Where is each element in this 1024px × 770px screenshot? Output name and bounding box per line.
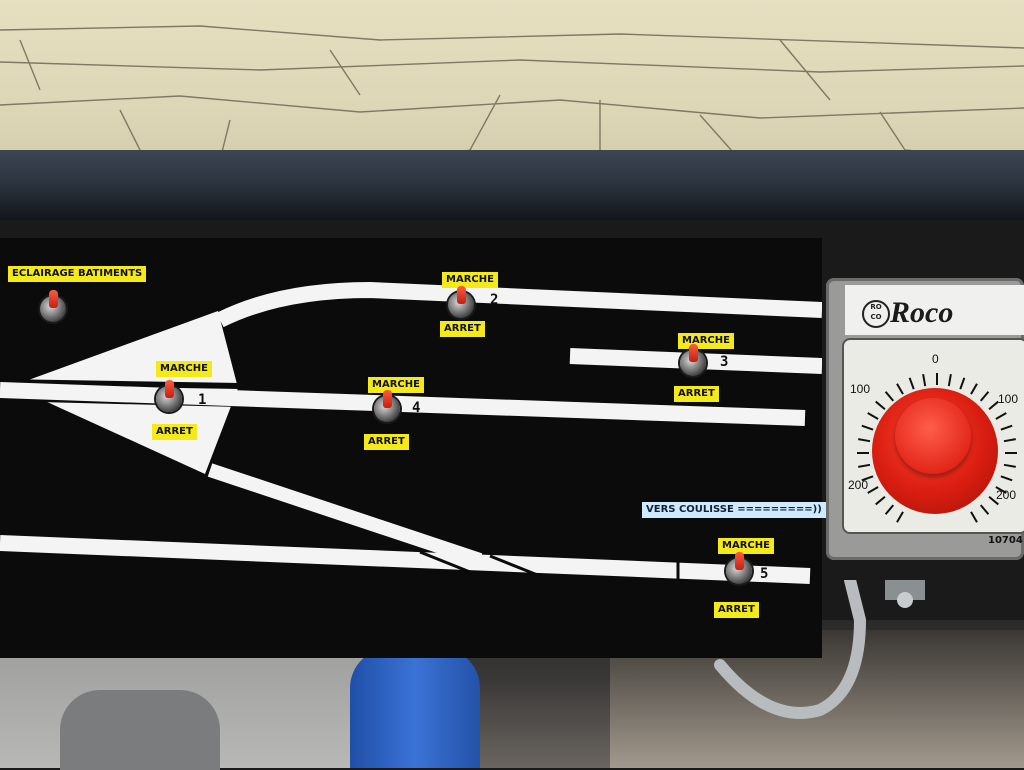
switch-4[interactable] [374,390,400,422]
dial-tick [896,511,904,523]
dial-tick [861,424,874,431]
blue-chair [350,648,480,768]
switch-5[interactable] [726,552,752,584]
dial-ticks [857,373,1017,523]
dial-tick [875,495,886,506]
dial-tick [861,475,874,482]
switch-1-number: 1 [198,392,207,408]
switch-4-on-label: MARCHE [368,377,424,393]
dial-tick [867,486,879,494]
dial-tick [988,495,999,506]
dial-tick [988,400,999,411]
dial-tick [947,374,952,387]
dial-tick [875,400,886,411]
lighting-switch[interactable] [40,290,66,322]
dial-tick [908,377,915,390]
gray-chair-back [60,690,220,770]
switch-3-on-label: MARCHE [678,333,734,349]
switch-2-off-label: ARRET [440,321,485,337]
wood-ledge [0,150,1024,220]
dial-label-right-100: 100 [998,392,1019,406]
dial-tick [884,391,895,402]
dial-tick [867,412,879,420]
dial-tick [970,511,978,523]
dial-tick [1000,475,1013,482]
switch-3-number: 3 [720,354,729,370]
roco-badge-icon: RO CO [862,300,890,328]
switch-1-off-label: ARRET [152,424,197,440]
dial-tick [858,438,871,443]
dial-tick [979,391,990,402]
dial-tick [1003,438,1016,443]
switch-4-off-label: ARRET [364,434,409,450]
dial-tick [970,383,978,395]
switch-1[interactable] [156,380,182,412]
switch-5-number: 5 [760,566,769,582]
roco-brand: Roco [890,296,954,329]
dial-tick [922,374,927,387]
dial-tick [995,486,1007,494]
switch-2[interactable] [448,286,474,318]
dial-tick [959,377,966,390]
switch-4-number: 4 [412,400,421,416]
wall-cracks [0,25,1024,161]
dial-label-left-200: 200 [848,478,869,492]
model-number: 10704 [988,535,1023,546]
switch-3-off-label: ARRET [674,386,719,402]
track-diagram [0,281,822,584]
dial-tick [896,383,904,395]
dial-tick [858,463,871,468]
switch-5-off-label: ARRET [714,602,759,618]
track-control-panel: ECLAIRAGE BATIMENTS MARCHE 2 ARRET MARCH… [0,238,826,658]
dial-label-left-100: 100 [850,382,871,396]
dial-tick [884,504,895,515]
lighting-label: ECLAIRAGE BATIMENTS [8,266,147,282]
speed-knob-cap[interactable] [895,398,971,474]
dial-tick [1000,424,1013,431]
switch-2-on-label: MARCHE [442,272,498,288]
switch-5-on-label: MARCHE [718,538,774,554]
controller-cable [714,580,925,719]
switch-2-number: 2 [490,292,499,308]
dial-tick [979,504,990,515]
dial-tick [995,412,1007,420]
dial-label-0: 0 [932,352,939,366]
dial-tick [1003,463,1016,468]
switch-1-on-label: MARCHE [156,361,212,377]
dial-label-right-200: 200 [996,488,1017,502]
switch-3[interactable] [680,344,706,376]
vers-coulisse-label: VERS COULISSE =========)) [642,502,826,518]
